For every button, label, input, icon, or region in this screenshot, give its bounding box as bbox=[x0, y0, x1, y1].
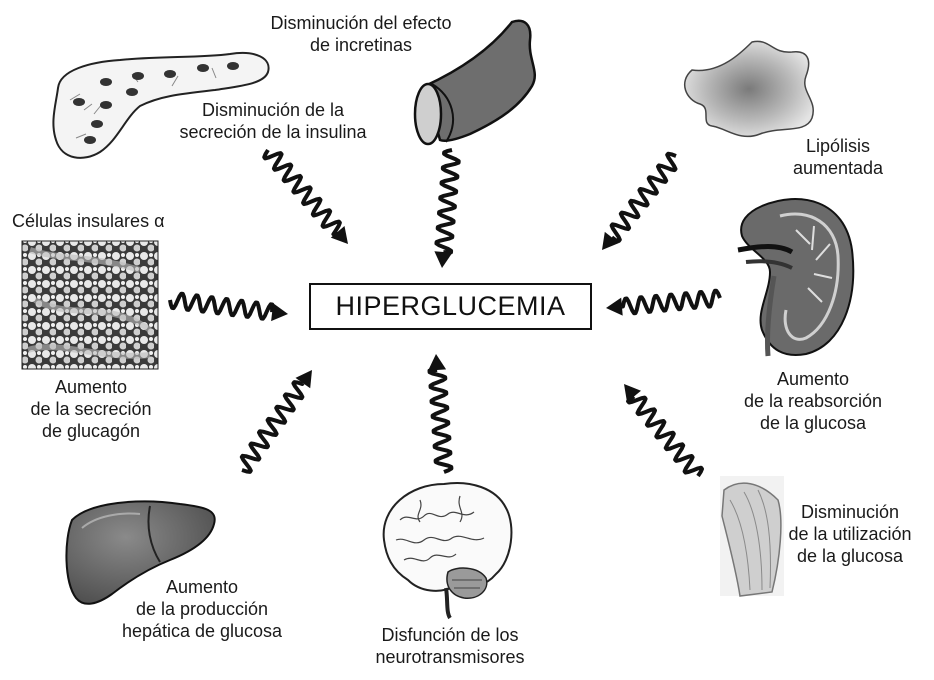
arrow-from-muscle-head bbox=[624, 384, 641, 403]
label-lipolysis: Lipólisis aumentada bbox=[792, 136, 884, 178]
wavy-arrows bbox=[168, 148, 722, 478]
arrow-from-brain-head bbox=[428, 354, 447, 371]
arrow-from-lipolysis-head bbox=[602, 231, 619, 250]
arrow-from-pancreas bbox=[262, 148, 342, 237]
arrow-from-muscle bbox=[626, 394, 704, 478]
brain-icon bbox=[382, 482, 513, 620]
arrow-from-kidney-head bbox=[606, 297, 623, 316]
arrow-from-liver-head bbox=[295, 370, 312, 389]
arrow-from-incretins-head bbox=[434, 251, 453, 268]
arrow-from-islets bbox=[168, 291, 275, 321]
label-liver: Aumento de la producción hepática de glu… bbox=[121, 577, 283, 641]
arrow-from-islets-head bbox=[271, 303, 288, 322]
label-brain: Disfunción de los neurotransmisores bbox=[375, 625, 525, 667]
islet-cells-icon bbox=[21, 240, 159, 370]
intestine-icon bbox=[413, 19, 537, 146]
fat-tissue-icon bbox=[683, 40, 814, 138]
arrow-from-brain bbox=[427, 368, 454, 474]
label-insulin-secretion: Disminución de la secreción de la insuli… bbox=[179, 100, 367, 142]
center-label: HIPERGLUCEMIA bbox=[309, 283, 592, 330]
arrow-from-pancreas-head bbox=[330, 226, 348, 244]
arrow-from-lipolysis bbox=[609, 151, 678, 243]
muscle-icon bbox=[720, 476, 784, 597]
label-muscle: Disminución de la utilización de la gluc… bbox=[788, 502, 912, 566]
label-alpha-cells: Células insulares α bbox=[12, 211, 165, 231]
arrow-from-incretins bbox=[434, 148, 461, 255]
arrow-from-liver bbox=[239, 380, 305, 474]
label-glucagon: Aumento de la secreción de glucagón bbox=[30, 377, 152, 441]
pancreas-icon bbox=[52, 52, 270, 159]
kidney-icon bbox=[737, 198, 855, 357]
label-incretins: Disminución del efecto de incretinas bbox=[270, 13, 452, 55]
liver-icon bbox=[65, 500, 216, 605]
label-kidney: Aumento de la reabsorción de la glucosa bbox=[743, 369, 883, 433]
arrow-from-kidney bbox=[620, 288, 722, 316]
